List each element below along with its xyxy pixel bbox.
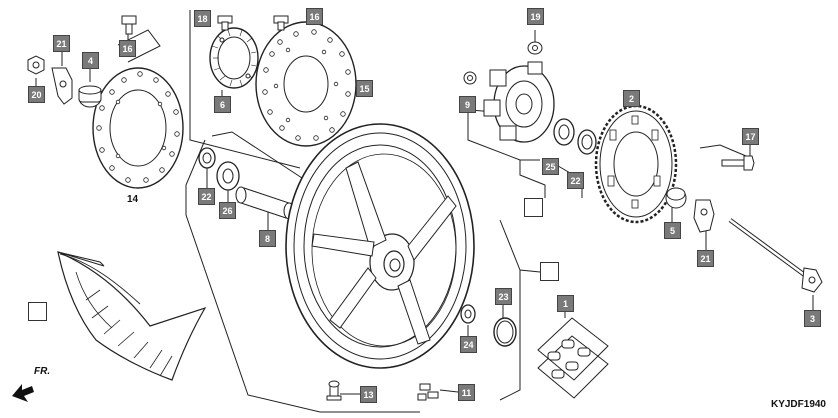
- callout-2: 2: [623, 90, 640, 107]
- front-marker: FR.: [34, 366, 51, 377]
- callout-3: 3: [804, 310, 821, 327]
- blank-box-tire: [28, 302, 47, 321]
- callout-16b: 16: [306, 8, 323, 25]
- callout-8: 8: [259, 230, 276, 247]
- collar-5: [665, 187, 687, 209]
- callout-17: 17: [742, 128, 759, 145]
- callout-24: 24: [460, 336, 477, 353]
- callout-21: 21: [53, 35, 70, 52]
- callout-20: 20: [28, 86, 45, 103]
- rear-tire: [57, 250, 207, 381]
- hub-flange-9: [463, 41, 555, 143]
- callout-9: 9: [459, 96, 476, 113]
- bearings-hub: [553, 118, 597, 155]
- diagram-code: KYJDF1940: [770, 399, 826, 410]
- callout-22: 22: [567, 172, 584, 189]
- blank-box-hub: [524, 198, 543, 217]
- callout-5: 5: [664, 222, 681, 239]
- o-ring-23: [493, 317, 517, 347]
- axle-3: [728, 218, 823, 293]
- damper-rubbers-1: [537, 317, 609, 399]
- callout-21b: 21: [697, 250, 714, 267]
- callout-23: 23: [495, 288, 512, 305]
- callout-19: 19: [527, 8, 544, 25]
- balance-weight-11: [417, 383, 439, 401]
- pulser-ring-6: [209, 15, 259, 89]
- brake-disc-14: [92, 67, 184, 189]
- bearing-24: [460, 304, 476, 324]
- sprocket-2: [594, 104, 678, 224]
- bolt-17: [721, 155, 755, 171]
- callout-22b: 22: [198, 188, 215, 205]
- callout-6: 6: [214, 96, 231, 113]
- callout-11: 11: [458, 384, 475, 401]
- valve-13: [326, 380, 342, 401]
- callout-25: 25: [542, 158, 559, 175]
- callout-13: 13: [360, 386, 377, 403]
- front-direction-arrow: [12, 384, 34, 402]
- bearings-left: [198, 147, 240, 191]
- callout-26: 26: [219, 202, 236, 219]
- rear-wheel: [285, 123, 475, 369]
- callout-18: 18: [194, 10, 211, 27]
- spacer-8: [235, 186, 295, 220]
- callout-16: 16: [119, 40, 136, 57]
- part-14-label: 14: [127, 194, 139, 205]
- adjuster-21: [693, 199, 715, 233]
- callout-1: 1: [557, 295, 574, 312]
- brake-disc-15: [255, 15, 357, 147]
- hardware-left: [27, 15, 137, 108]
- callout-4: 4: [82, 52, 99, 69]
- callout-15: 15: [356, 80, 373, 97]
- blank-box-wheel: [540, 262, 559, 281]
